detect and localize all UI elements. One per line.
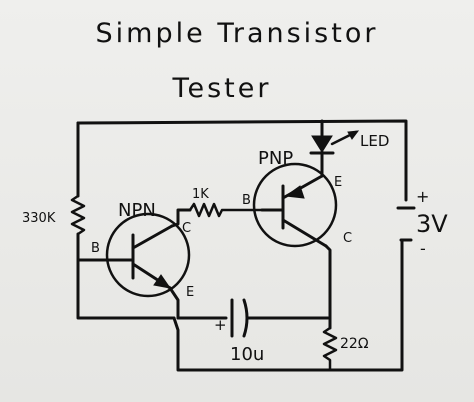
top-rail-wire [76, 119, 408, 202]
label-resistor-1k: 1K [192, 187, 209, 202]
resistor-1k [188, 202, 264, 218]
npn-collector-lead [131, 224, 174, 250]
label-battery-3v: 3V [416, 210, 448, 238]
wire-npn-emitter [168, 286, 180, 320]
label-npn: NPN [118, 200, 156, 221]
label-resistor-22-ohm: 22Ω [340, 336, 369, 352]
label-npn-emitter: E [186, 285, 194, 300]
pnp-transistor-body [252, 162, 338, 248]
label-capacitor-10u: 10u [230, 344, 264, 365]
label-pnp: PNP [258, 148, 293, 169]
wire-330k-to-base [76, 232, 134, 262]
label-battery-plus: + [416, 187, 429, 206]
pnp-emitter-arrow [284, 185, 305, 199]
label-resistor-330k: 330K [22, 211, 56, 226]
wire-pnp-collector [324, 244, 332, 330]
label-battery-minus: - [420, 239, 426, 258]
label-pnp-emitter: E [334, 175, 342, 190]
led-light-arrowhead [347, 130, 360, 140]
label-npn-base: B [91, 241, 100, 256]
label-led: LED [360, 132, 389, 150]
title-line-2: Tester [172, 73, 272, 104]
pnp-collector-lead [281, 218, 328, 248]
label-pnp-base: B [242, 193, 251, 208]
label-pnp-collector: C [343, 231, 352, 246]
label-npn-collector: C [182, 221, 191, 236]
resistor-22-ohm [322, 326, 338, 372]
npn-emitter-arrow [153, 274, 172, 289]
npn-transistor-body [105, 212, 191, 298]
title-line-1: Simple Transistor [96, 18, 379, 49]
led-diode-triangle [311, 135, 333, 153]
label-capacitor-plus: + [214, 316, 227, 334]
wire-bottom-return [172, 238, 404, 372]
wire-left-to-bottom [76, 258, 176, 320]
wire-npn-collector [170, 208, 192, 228]
resistor-330k [70, 194, 86, 236]
